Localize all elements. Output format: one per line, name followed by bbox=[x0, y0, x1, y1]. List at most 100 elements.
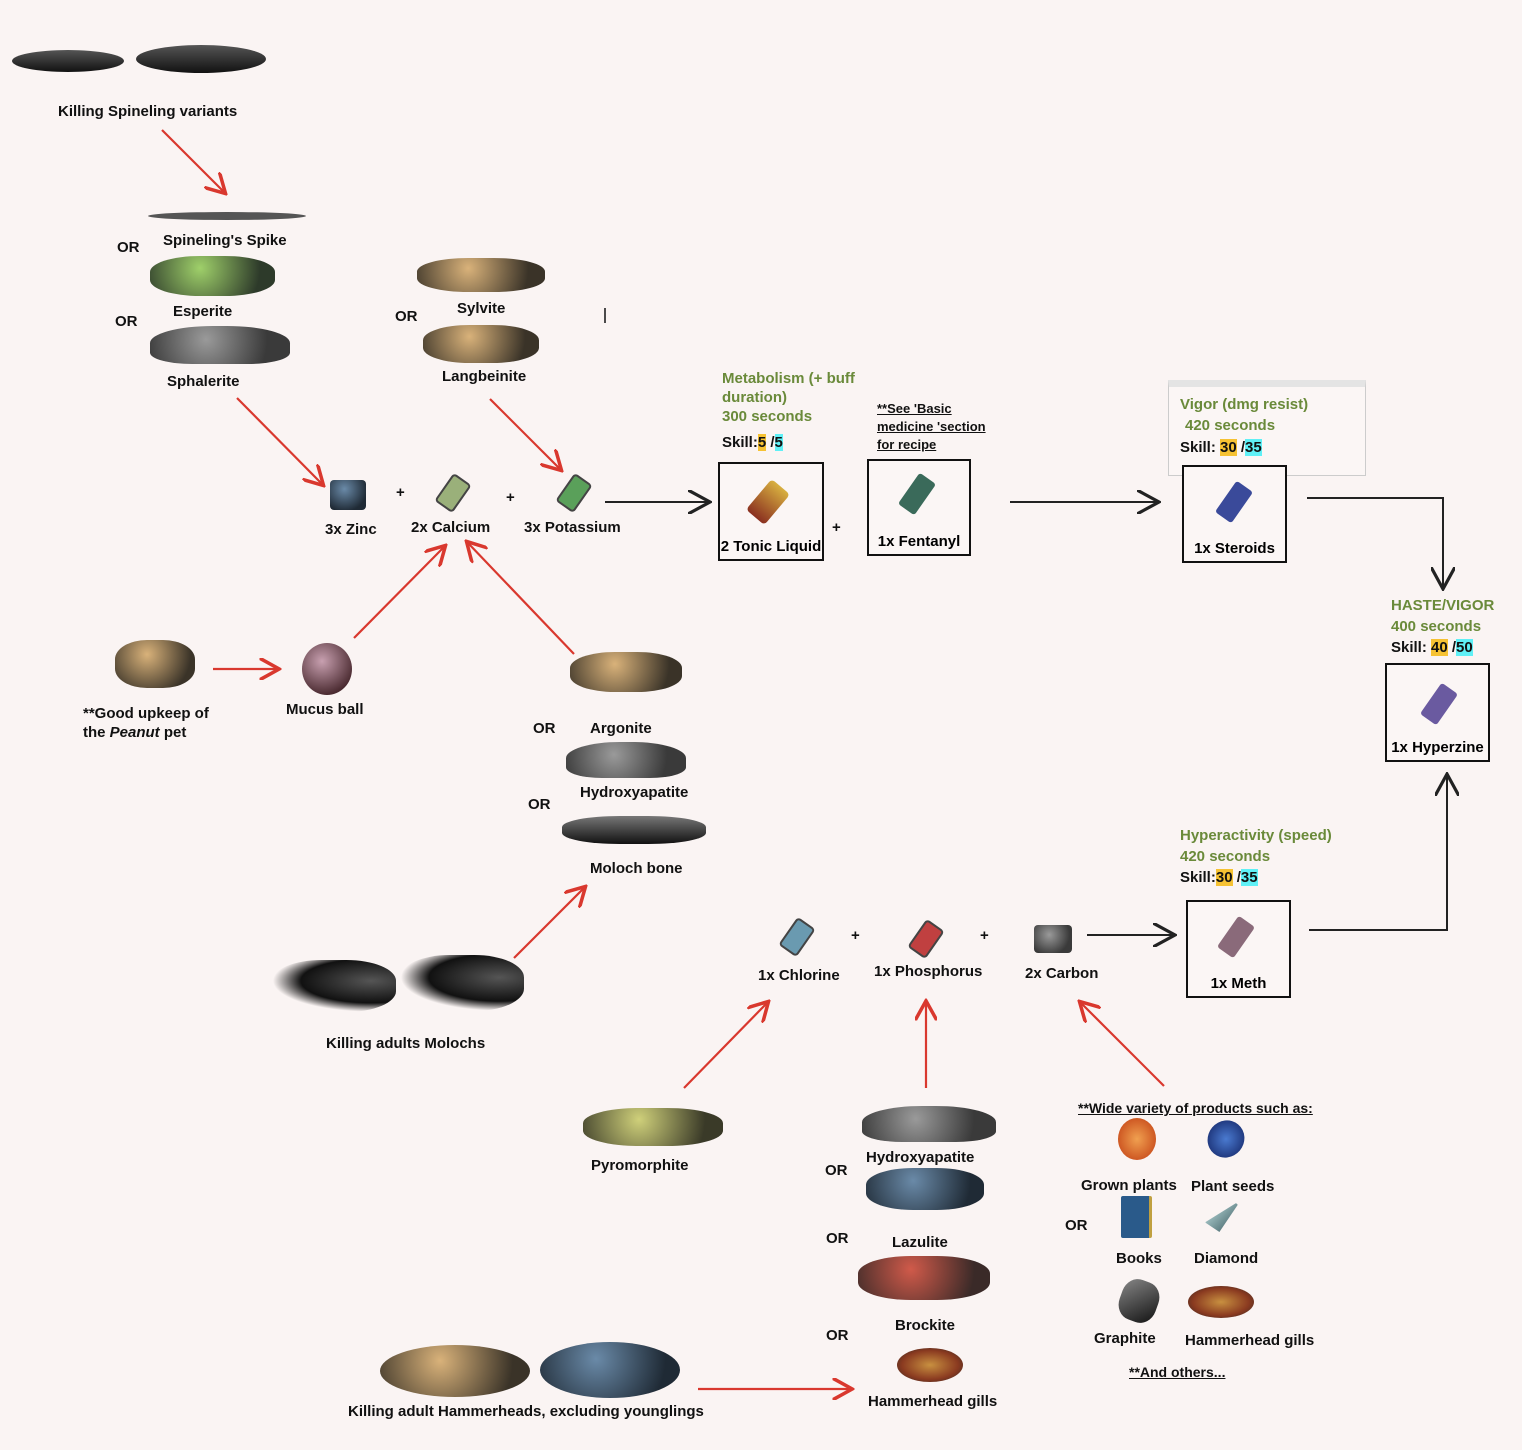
source-hammerheads: Killing adult Hammerheads, excluding you… bbox=[348, 1403, 704, 1420]
hammerhead-icon bbox=[540, 1342, 680, 1398]
red-arrow bbox=[489, 398, 560, 469]
argonite-icon bbox=[570, 652, 682, 692]
red-arrow bbox=[1081, 1003, 1165, 1087]
material-moloch-bone: Moloch bone bbox=[590, 860, 683, 877]
material-sphalerite: Sphalerite bbox=[167, 373, 240, 390]
carbon-sources-header: **Wide variety of products such as: bbox=[1078, 1100, 1313, 1116]
meth-effect: Hyperactivity (speed) bbox=[1180, 827, 1332, 844]
material-spineling-spike: Spineling's Spike bbox=[163, 232, 287, 249]
carbon-sources-footer: **And others... bbox=[1129, 1364, 1226, 1380]
syringe-icon bbox=[1419, 682, 1459, 726]
steroids-duration: 420 seconds bbox=[1185, 417, 1276, 434]
meth-label: 1x Meth bbox=[1210, 975, 1267, 992]
spineling-icon bbox=[12, 50, 124, 72]
steroids-effect: Vigor (dmg resist) bbox=[1180, 396, 1309, 413]
hyperzine-box: 1x Hyperzine bbox=[1385, 663, 1490, 762]
material-pyromorphite: Pyromorphite bbox=[591, 1157, 689, 1174]
carbon-source-item: Grown plants bbox=[1081, 1177, 1177, 1194]
or-label: OR bbox=[117, 239, 140, 256]
element-chlorine: 1x Chlorine bbox=[758, 967, 840, 984]
red-arrow bbox=[353, 547, 444, 639]
moloch-bone-icon bbox=[562, 816, 706, 844]
red-arrow bbox=[513, 888, 584, 959]
plus-label: + bbox=[832, 519, 841, 536]
or-label: OR bbox=[115, 313, 138, 330]
spineling-spike-icon bbox=[148, 212, 306, 220]
meth-box: 1x Meth bbox=[1186, 900, 1291, 998]
steroids-label: 1x Steroids bbox=[1194, 540, 1275, 557]
tonic-liquid-box: 2 Tonic Liquid bbox=[718, 462, 824, 561]
hyperzine-effect: HASTE/VIGOR bbox=[1391, 597, 1495, 614]
hammerhead-gills-icon bbox=[897, 1348, 963, 1382]
carbon-source-item: Hammerhead gills bbox=[1185, 1332, 1315, 1349]
carbon-source-item: Books bbox=[1116, 1250, 1162, 1267]
syringe-icon bbox=[1214, 480, 1254, 524]
material-argonite: Argonite bbox=[590, 720, 652, 737]
sylvite-icon bbox=[417, 258, 545, 292]
peanut-pet-icon bbox=[115, 640, 195, 688]
or-label: OR bbox=[825, 1162, 848, 1179]
material-esperite: Esperite bbox=[173, 303, 233, 320]
or-label: OR bbox=[826, 1230, 849, 1247]
pyromorphite-icon bbox=[583, 1108, 723, 1146]
plus-label: + bbox=[396, 484, 405, 501]
or-label: OR bbox=[528, 796, 551, 813]
moloch-icon bbox=[272, 960, 396, 1012]
vigor-panel bbox=[1168, 380, 1366, 476]
plus-label: + bbox=[851, 927, 860, 944]
hyperzine-label: 1x Hyperzine bbox=[1391, 739, 1484, 756]
tonic-can-icon bbox=[745, 478, 791, 526]
lazulite-icon bbox=[866, 1168, 984, 1210]
meth-skill: Skill:30 /35 bbox=[1180, 869, 1258, 886]
zinc-icon bbox=[330, 480, 366, 510]
material-hydroxyapatite: Hydroxyapatite bbox=[866, 1149, 975, 1166]
red-arrow bbox=[161, 129, 224, 192]
carbon-source-item: Plant seeds bbox=[1191, 1178, 1275, 1195]
hyperzine-skill: Skill: 40 /50 bbox=[1391, 639, 1473, 656]
plus-label: + bbox=[980, 927, 989, 944]
material-hammerhead-gills: Hammerhead gills bbox=[868, 1393, 998, 1410]
carbon-source-item: Graphite bbox=[1094, 1330, 1156, 1347]
spineling-icon bbox=[136, 45, 266, 73]
or-label: OR bbox=[395, 308, 418, 325]
plus-label: + bbox=[506, 489, 515, 506]
sphalerite-icon bbox=[150, 326, 290, 364]
meth-duration: 420 seconds bbox=[1180, 848, 1271, 865]
element-potassium: 3x Potassium bbox=[524, 519, 621, 536]
element-zinc: 3x Zinc bbox=[325, 521, 377, 538]
tonic-skill: Skill:5 /5 bbox=[722, 434, 783, 451]
material-lazulite: Lazulite bbox=[892, 1234, 948, 1251]
carbon-icon bbox=[1034, 925, 1072, 953]
fentanyl-box: 1x Fentanyl bbox=[867, 459, 971, 556]
brockite-icon bbox=[858, 1256, 990, 1300]
hydroxyapatite-icon bbox=[566, 742, 686, 778]
mucus-ball-icon bbox=[302, 643, 352, 695]
fentanyl-label: 1x Fentanyl bbox=[877, 533, 961, 550]
or-label: OR bbox=[1065, 1217, 1088, 1234]
red-arrow bbox=[683, 1003, 767, 1089]
hyperzine-duration: 400 seconds bbox=[1391, 618, 1482, 635]
red-arrow bbox=[236, 397, 322, 484]
or-label: OR bbox=[533, 720, 556, 737]
red-arrow bbox=[468, 543, 575, 655]
black-arrow bbox=[1309, 776, 1447, 931]
syringe-icon bbox=[1216, 915, 1256, 959]
material-langbeinite: Langbeinite bbox=[442, 368, 527, 385]
black-arrow bbox=[1307, 497, 1443, 587]
material-sylvite: Sylvite bbox=[457, 300, 506, 317]
steroids-skill: Skill: 30 /35 bbox=[1180, 439, 1262, 456]
material-mucus-ball: Mucus ball bbox=[286, 701, 364, 718]
esperite-icon bbox=[150, 256, 275, 296]
book-icon bbox=[1121, 1196, 1152, 1238]
tonic-label: 2 Tonic Liquid bbox=[720, 538, 822, 555]
syringe-icon bbox=[897, 472, 937, 516]
element-calcium: 2x Calcium bbox=[411, 519, 491, 536]
source-molochs: Killing adults Molochs bbox=[326, 1035, 486, 1052]
hammerhead-icon bbox=[380, 1345, 530, 1397]
element-phosphorus: 1x Phosphorus bbox=[874, 963, 983, 980]
material-brockite: Brockite bbox=[895, 1317, 956, 1334]
